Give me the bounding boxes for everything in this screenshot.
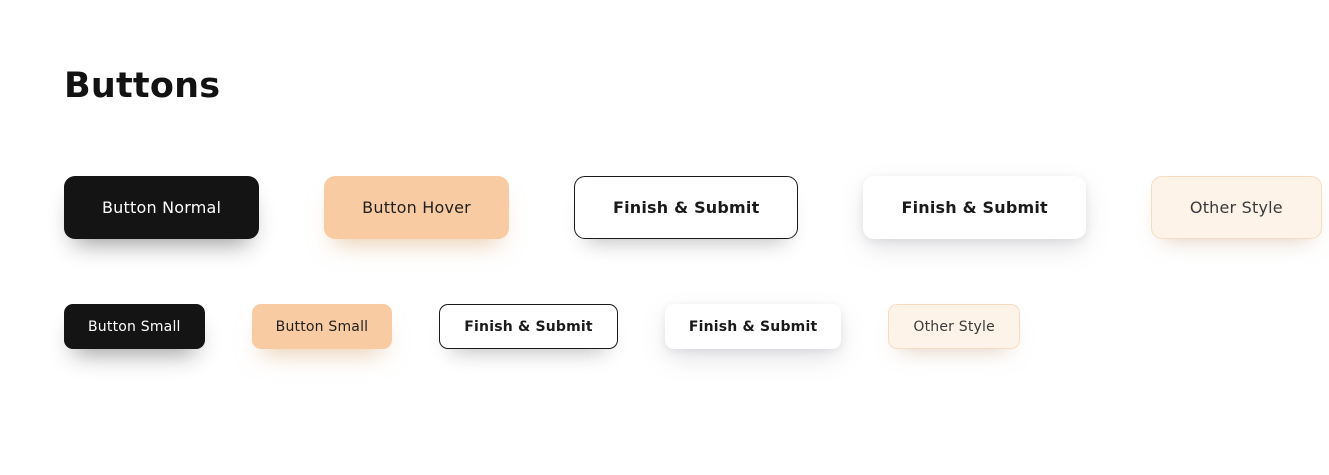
button-small-peach-button[interactable]: Button Small — [251, 304, 393, 349]
finish-submit-outline-large-button[interactable]: Finish & Submit — [573, 176, 799, 239]
button-small-dark-button[interactable]: Button Small — [64, 304, 205, 349]
button-row-small: Button Small Button Small Finish & Submi… — [64, 304, 1020, 349]
finish-submit-outline-small-button[interactable]: Finish & Submit — [439, 304, 618, 349]
finish-submit-elevated-large-button[interactable]: Finish & Submit — [863, 176, 1086, 239]
button-normal-large[interactable]: Button Normal — [64, 176, 260, 239]
finish-submit-elevated-small-button[interactable]: Finish & Submit — [664, 304, 842, 349]
button-rows: Button Normal Button Hover Finish & Subm… — [64, 176, 1322, 349]
button-row-large: Button Normal Button Hover Finish & Subm… — [64, 176, 1322, 239]
other-style-small-button[interactable]: Other Style — [888, 304, 1020, 349]
button-hover-large[interactable]: Button Hover — [324, 176, 509, 239]
other-style-large-button[interactable]: Other Style — [1150, 176, 1322, 239]
page-title: Buttons — [64, 66, 221, 106]
